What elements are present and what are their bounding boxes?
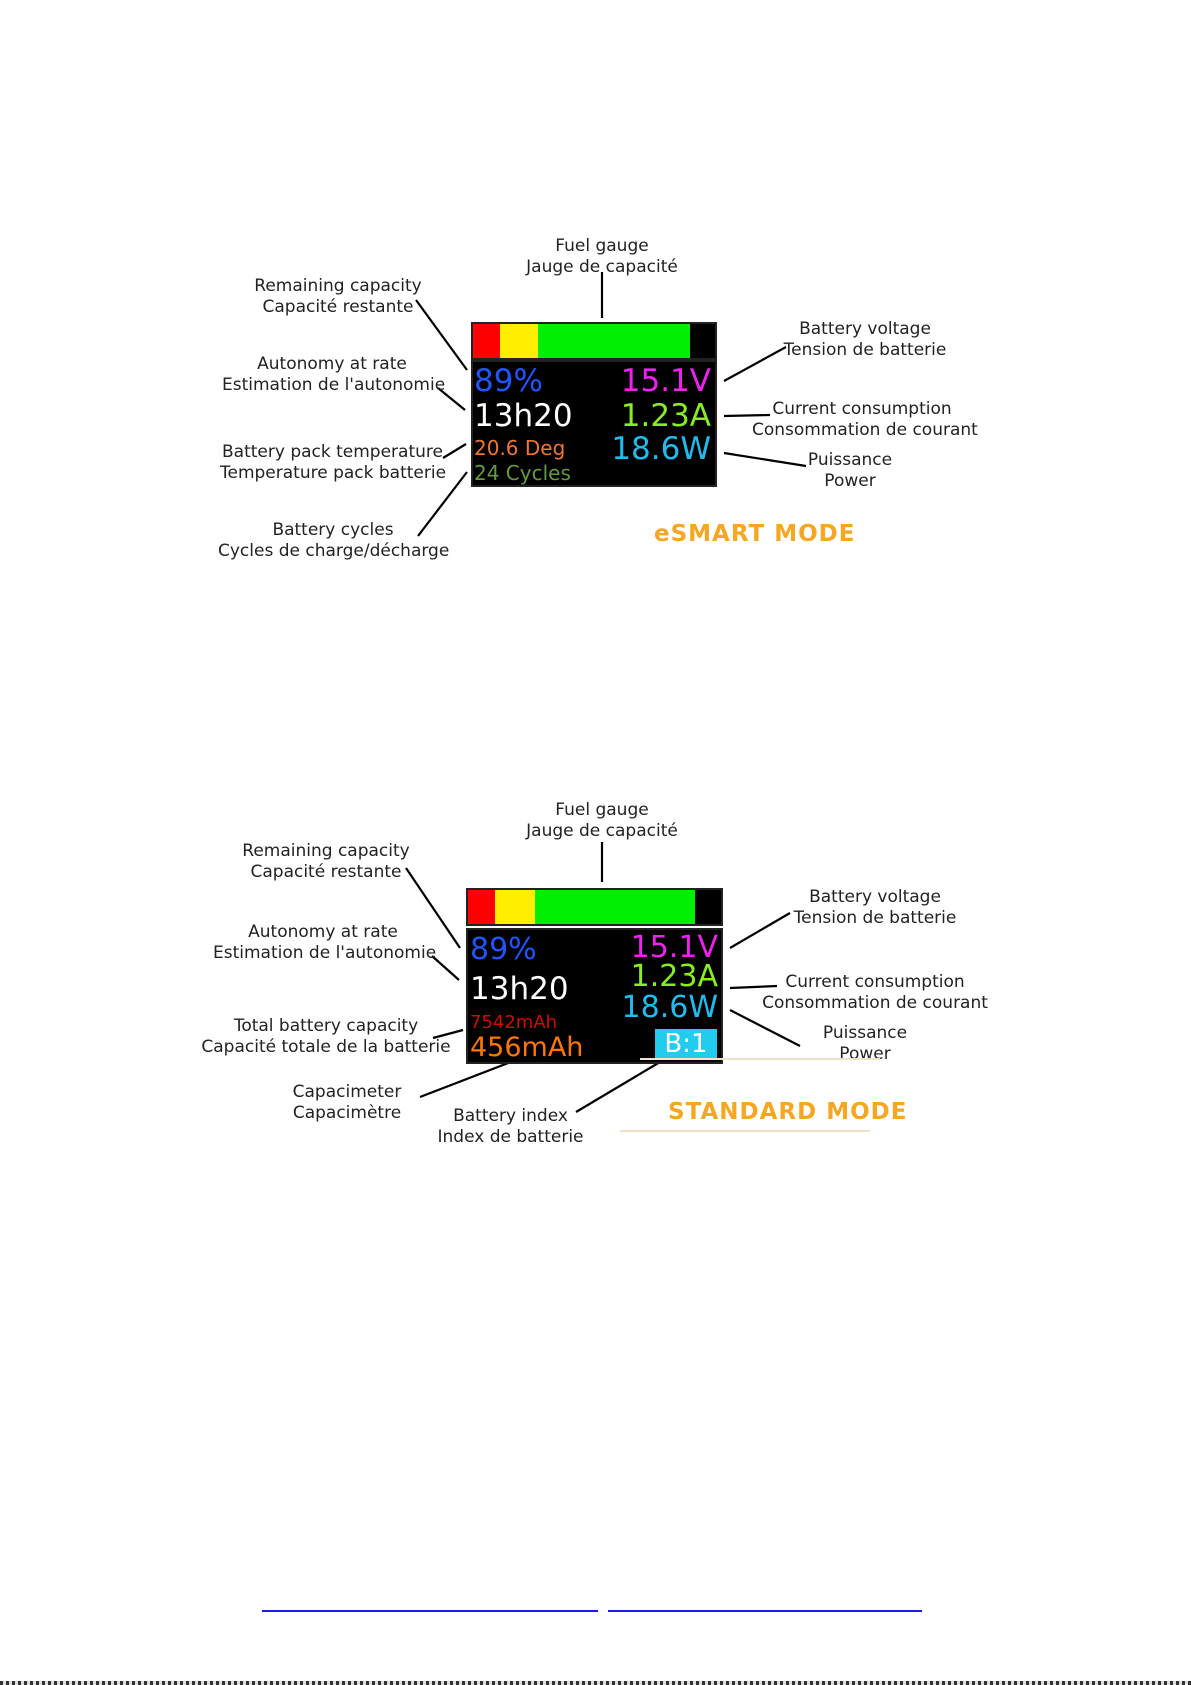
fuel-gauge-label: Fuel gauge Jauge de capacité (526, 236, 678, 277)
current-consumption-label: Current consumption Consommation de cour… (762, 972, 988, 1013)
gauge-segment-empty (695, 890, 721, 924)
autonomy-label: Autonomy at rate Estimation de l'autonom… (222, 354, 446, 395)
capacimeter-label: Capacimeter Capacimètre (292, 1082, 402, 1123)
power-label: Puissance Power (807, 450, 893, 491)
standard-leader-lines (405, 842, 801, 1113)
gauge-segment-green (535, 890, 695, 924)
page-bottom-rule (0, 1681, 1191, 1685)
watermark-trace (620, 1130, 870, 1132)
esmart-mode-diagram: Fuel gauge Jauge de capacité Remaining c… (0, 0, 1191, 600)
standard-mode-title: STANDARD MODE (668, 1099, 908, 1125)
cycles-label: Battery cycles Cycles de charge/décharge (218, 520, 450, 561)
remaining-capacity-label: Remaining capacity Capacité restante (254, 276, 422, 317)
remaining-capacity-label: Remaining capacity Capacité restante (242, 841, 410, 882)
leader-battery-index (575, 1061, 661, 1113)
temperature-label: Battery pack temperature Temperature pac… (220, 442, 447, 483)
power-value: 18.6W (621, 990, 718, 1025)
current-consumption-label: Current consumption Consommation de cour… (752, 399, 978, 440)
autonomy-label: Autonomy at rate Estimation de l'autonom… (213, 922, 437, 963)
fuel-gauge-bar (466, 888, 723, 926)
battery-voltage-label: Battery voltage Tension de batterie (783, 319, 947, 360)
esmart-display-screen: 89% 15.1V 13h20 1.23A 20.6 Deg 18.6W 24 … (471, 360, 717, 487)
leader-remaining-capacity (405, 867, 461, 949)
leader-autonomy (431, 955, 460, 981)
gauge-segment-green (538, 324, 690, 358)
battery-index-label: Battery index Index de batterie (437, 1106, 584, 1147)
temperature-value: 20.6 Deg (474, 436, 566, 460)
power-value: 18.6W (611, 431, 711, 467)
gauge-segment-red (473, 324, 500, 358)
watermark-trace (640, 1058, 880, 1060)
autonomy-value: 13h20 (474, 398, 573, 434)
gauge-segment-red (468, 890, 495, 924)
fuel-gauge-label: Fuel gauge Jauge de capacité (526, 800, 678, 841)
autonomy-value: 13h20 (470, 971, 569, 1007)
leader-power (729, 1009, 801, 1047)
leader-temperature (442, 443, 467, 459)
current-value: 1.23A (620, 398, 711, 434)
gauge-segment-yellow (500, 324, 538, 358)
remaining-percent-value: 89% (474, 363, 543, 399)
standard-display-screen: 89% 15.1V 13h20 1.23A 18.6W 7542mAh 456m… (466, 928, 723, 1064)
leader-current (729, 984, 778, 990)
leader-total-capacity (432, 1028, 464, 1040)
leader-battery-voltage (729, 912, 791, 949)
gauge-segment-empty (690, 324, 715, 358)
leader-cycles (417, 471, 468, 537)
voltage-value: 15.1V (630, 930, 718, 965)
fuel-gauge-bar (471, 322, 717, 360)
esmart-leader-lines (415, 272, 807, 537)
standard-mode-diagram: Fuel gauge Jauge de capacité Remaining c… (0, 760, 1191, 1180)
cycles-value: 24 Cycles (474, 461, 571, 485)
footer-link-underline[interactable] (262, 1610, 598, 1612)
capacimeter-value: 456mAh (470, 1032, 584, 1063)
leader-power (723, 451, 807, 468)
total-capacity-value: 7542mAh (470, 1012, 558, 1033)
footer-link-underline[interactable] (608, 1610, 922, 1612)
remaining-percent-value: 89% (470, 932, 537, 967)
leader-capacimeter (419, 1058, 517, 1099)
battery-voltage-label: Battery voltage Tension de batterie (793, 887, 957, 928)
total-capacity-label: Total battery capacity Capacité totale d… (201, 1016, 451, 1057)
gauge-segment-yellow (495, 890, 535, 924)
leader-autonomy (437, 387, 466, 411)
leader-remaining-capacity (415, 299, 468, 371)
battery-index-badge: B:1 (655, 1029, 717, 1059)
leader-current (723, 413, 771, 418)
leader-battery-voltage (723, 346, 787, 382)
voltage-value: 15.1V (620, 363, 711, 399)
esmart-mode-title: eSMART MODE (654, 521, 856, 547)
current-value: 1.23A (630, 959, 718, 994)
